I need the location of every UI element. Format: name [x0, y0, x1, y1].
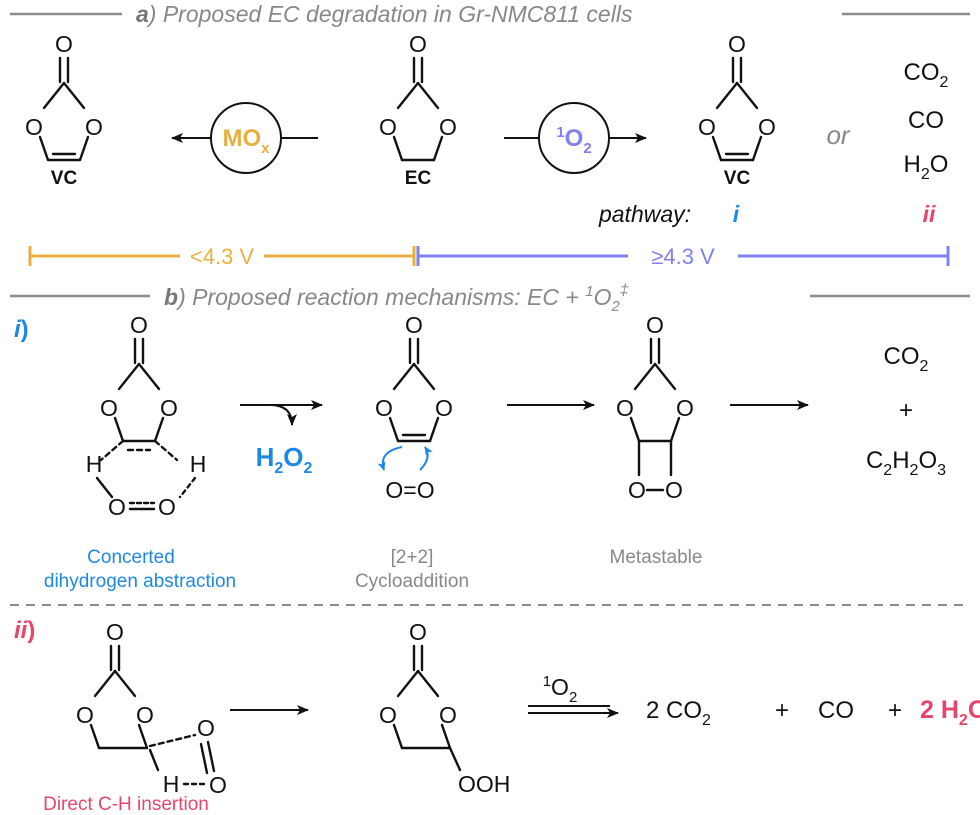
svg-text:O: O — [616, 395, 634, 421]
section-b-letter: b — [164, 284, 178, 310]
ec-hydroperoxide: O O O OOH — [379, 619, 510, 797]
dioxetane-intermediate: O O O O O — [616, 312, 694, 503]
svg-text:2 CO2: 2 CO2 — [646, 697, 711, 729]
svg-text:O: O — [628, 477, 646, 503]
svg-text:O: O — [439, 702, 457, 728]
svg-text:O: O — [209, 772, 227, 798]
svg-text:O: O — [100, 395, 118, 421]
svg-text:O: O — [728, 31, 746, 57]
svg-text:CO: CO — [818, 697, 854, 724]
svg-text:O: O — [405, 312, 423, 338]
vc-label-right: VC — [724, 168, 751, 189]
section-b-header: b) Proposed reaction mechanisms: EC + 1O… — [10, 282, 970, 315]
ec-label: EC — [405, 168, 432, 189]
voltage-scale: <4.3 V ≥4.3 V — [28, 244, 950, 269]
svg-text:O: O — [160, 395, 178, 421]
voltage-low-label: <4.3 V — [190, 244, 255, 269]
svg-text:O: O — [106, 619, 124, 645]
svg-text:O: O — [25, 114, 43, 140]
ec-insertion-complex: O O O H O O — [76, 619, 227, 798]
svg-text:O: O — [646, 312, 664, 338]
svg-text:O: O — [136, 702, 154, 728]
section-a-title: ) Proposed EC degradation in Gr-NMC811 c… — [146, 1, 633, 27]
section-a-letter: a — [136, 1, 149, 27]
svg-text:O: O — [158, 494, 176, 520]
svg-text:H: H — [86, 451, 103, 477]
pathway-ii-label: ii — [923, 201, 936, 227]
caption-insertion: Direct C-H insertion — [43, 794, 209, 815]
svg-text:O: O — [197, 715, 215, 741]
svg-text:O: O — [108, 494, 126, 520]
caption-metastable: Metastable — [610, 547, 703, 568]
singlet-oxygen-reagent: 1O2 — [538, 102, 610, 174]
svg-text:C2H2O3: C2H2O3 — [866, 447, 946, 479]
or-text: or — [826, 120, 850, 150]
svg-text:b) Proposed reaction mechanism: b) Proposed reaction mechanisms: EC + 1O… — [164, 282, 629, 315]
svg-text:O: O — [409, 31, 427, 57]
svg-text:O: O — [130, 312, 148, 338]
svg-text:CO: CO — [908, 107, 944, 134]
vc-molecule-right: O O O VC — [698, 31, 776, 189]
svg-text:H2O: H2O — [904, 151, 949, 183]
water-product-highlight: 2 H2O — [920, 696, 980, 729]
svg-text:+: + — [899, 397, 913, 424]
svg-text:1O2: 1O2 — [543, 673, 578, 706]
svg-text:CO2: CO2 — [884, 343, 929, 375]
caption-cyclo-line1: [2+2] — [391, 547, 434, 568]
svg-text:O: O — [409, 619, 427, 645]
svg-text:H: H — [190, 451, 207, 477]
mechanism-i-products: CO2 + C2H2O3 — [866, 343, 946, 479]
svg-text:O: O — [55, 31, 73, 57]
hydroperoxy-group: OOH — [458, 771, 510, 797]
mechanism-ii-marker: ii) — [14, 617, 35, 644]
svg-text:O: O — [379, 114, 397, 140]
svg-text:O: O — [676, 395, 694, 421]
byproduct-branch-arrow — [269, 404, 297, 426]
h2o2-byproduct: H2O2 — [256, 442, 313, 477]
svg-text:O: O — [379, 702, 397, 728]
vc-molecule-left: O O O VC — [25, 31, 103, 189]
svg-text:a) Proposed EC degradation in: a) Proposed EC degradation in Gr-NMC811 … — [136, 1, 633, 27]
voltage-high-label: ≥4.3 V — [651, 244, 715, 269]
svg-text:+: + — [888, 697, 902, 724]
combustion-products: CO2 CO H2O — [904, 59, 949, 183]
svg-text:H: H — [163, 771, 180, 797]
vc-abstraction-complex: O O O H H O O — [86, 312, 207, 520]
arrow-ii-step2: 1O2 — [528, 673, 619, 718]
svg-text:MOx: MOx — [222, 125, 270, 157]
dioxygen-label: O=O — [385, 477, 434, 503]
caption-cyclo-line2: Cycloaddition — [355, 571, 469, 592]
svg-text:O: O — [375, 395, 393, 421]
section-a-header: a) Proposed EC degradation in Gr-NMC811 … — [10, 1, 970, 27]
caption-abstraction-line1: Concerted — [87, 547, 175, 568]
svg-text:CO2: CO2 — [904, 59, 949, 91]
vc-label-left: VC — [51, 168, 78, 189]
svg-text:+: + — [775, 697, 789, 724]
svg-text:1O2: 1O2 — [556, 124, 591, 157]
ec-molecule: O O O EC — [379, 31, 457, 189]
svg-text:O: O — [758, 114, 776, 140]
svg-text:O: O — [439, 114, 457, 140]
svg-text:O: O — [665, 477, 683, 503]
pathway-i-label: i — [733, 201, 740, 227]
mechanism-ii-products: 2 CO2 + CO + 2 H2O — [646, 696, 980, 729]
vc-cycloaddition-complex: O O O O=O — [375, 312, 453, 503]
svg-text:O: O — [698, 114, 716, 140]
svg-text:O: O — [76, 702, 94, 728]
mox-catalyst: MOx — [210, 102, 282, 174]
pathway-label: pathway: — [598, 201, 691, 227]
svg-text:O: O — [85, 114, 103, 140]
section-b-title: ) Proposed reaction mechanisms: EC + — [175, 284, 585, 310]
svg-text:O: O — [435, 395, 453, 421]
mechanism-i-marker: i) — [14, 316, 29, 343]
caption-abstraction-line2: dihydrogen abstraction — [44, 571, 236, 592]
